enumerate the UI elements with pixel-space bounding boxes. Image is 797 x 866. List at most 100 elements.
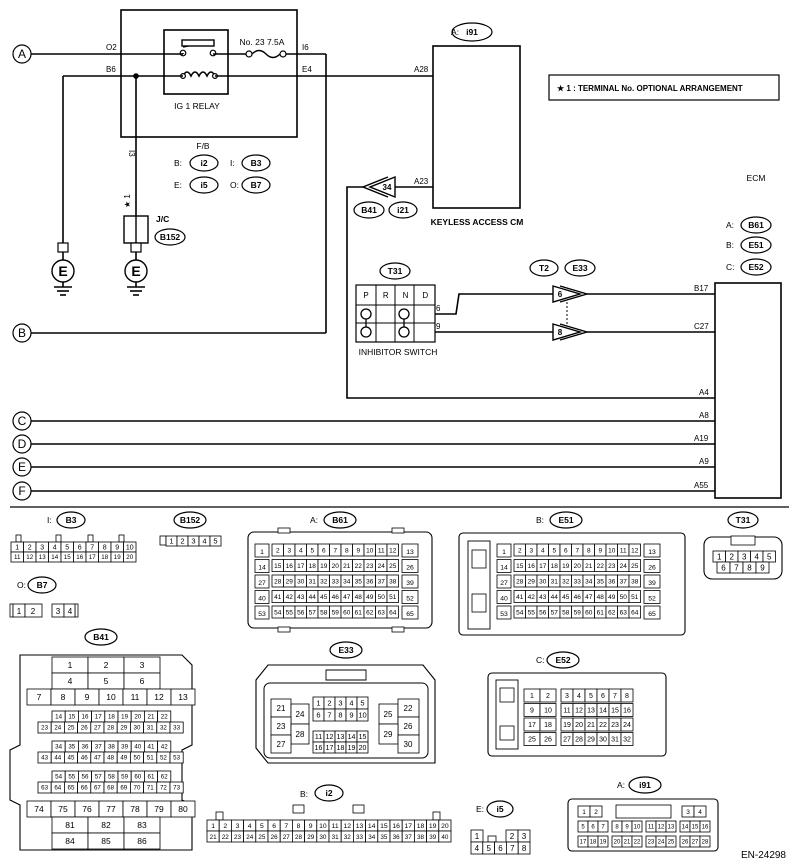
- pin-number: 45: [320, 594, 328, 601]
- ecm-c-conn: E52: [748, 262, 763, 272]
- pin-number: 38: [108, 744, 115, 751]
- pin-number: 17: [89, 554, 96, 561]
- pin-number: 16: [82, 714, 89, 721]
- pin-cell: [397, 734, 420, 754]
- pin-number: 24: [658, 840, 665, 846]
- pin-number: 40: [500, 596, 508, 603]
- pin-number: 38: [389, 578, 397, 585]
- pin-number: 31: [551, 578, 559, 585]
- pin-label-c27: C27: [694, 322, 709, 331]
- pin-number: 44: [551, 594, 559, 601]
- pin-number: 17: [580, 840, 587, 846]
- i5-conn-oval: [486, 800, 514, 818]
- pin-number: 39: [121, 744, 128, 751]
- pin-label-6: 6: [436, 304, 441, 313]
- ecm-box: [714, 282, 782, 499]
- pin-number: 53: [173, 755, 180, 762]
- pin-number: 1: [15, 545, 19, 552]
- pin-number: 23: [608, 563, 616, 570]
- latch: [391, 626, 405, 633]
- pin-number: 4: [577, 693, 581, 700]
- pin-number: 56: [297, 609, 305, 616]
- connector-34: [368, 175, 396, 199]
- pin-number: 29: [120, 725, 127, 732]
- e33-inner: [263, 682, 429, 759]
- jc-conn: B152: [160, 232, 181, 242]
- pin-number: 2: [31, 607, 36, 616]
- latch: [471, 593, 487, 613]
- kcm-conn-oval: [451, 22, 493, 42]
- pin-number: 63: [378, 609, 386, 616]
- pin-cell: [254, 605, 270, 620]
- e51-conn: E51: [558, 515, 573, 525]
- pin-number: 49: [366, 594, 374, 601]
- pin-number: 36: [366, 578, 374, 585]
- b152-conn: B152: [180, 515, 201, 525]
- pin-number: 8: [587, 547, 591, 554]
- pin-number: 31: [611, 737, 619, 744]
- relay-contact-point: [209, 49, 217, 57]
- pin-number: 3: [40, 545, 44, 552]
- pin-number: 19: [320, 563, 328, 570]
- pin-number: 26: [81, 725, 88, 732]
- ecm-a-label: A:: [726, 220, 734, 230]
- line-letter: D: [18, 437, 27, 451]
- pin-number: 7: [613, 693, 617, 700]
- pin-number: 5: [589, 693, 593, 700]
- pin-number: 4: [755, 552, 760, 561]
- i91-title: A:: [617, 780, 625, 790]
- pin-number: 48: [107, 755, 114, 762]
- pin-number: 20: [574, 563, 582, 570]
- pin-cell: [620, 688, 634, 703]
- pin-number: 55: [68, 774, 75, 781]
- connector-pin-8: 8: [558, 328, 563, 337]
- pin-number: 32: [623, 737, 631, 744]
- pin-number: 9: [530, 708, 534, 715]
- pin-number: 46: [574, 594, 582, 601]
- pin-number: 19: [562, 563, 570, 570]
- pin-number: 11: [563, 708, 570, 715]
- pin-number: 59: [332, 609, 340, 616]
- conn-e33-oval: [564, 259, 596, 277]
- e51-title: B:: [536, 515, 544, 525]
- pin-number: 31: [332, 834, 340, 841]
- pin-cell: [386, 559, 399, 572]
- pin-number: 36: [608, 578, 616, 585]
- pin-number: 42: [286, 594, 294, 601]
- pin-number: 42: [161, 744, 168, 751]
- pin-number: 8: [615, 825, 619, 831]
- pin-number: 45: [562, 594, 570, 601]
- page-id: EN-24298: [741, 850, 786, 861]
- pin-number: 17: [326, 745, 334, 752]
- pin-cell: [401, 605, 419, 620]
- pin-number: 21: [343, 563, 351, 570]
- pin-number: 85: [101, 836, 111, 846]
- pin-number: 23: [366, 563, 374, 570]
- pin-number: 2: [28, 545, 32, 552]
- pin-number: 54: [516, 609, 524, 616]
- pin-number: 5: [767, 552, 772, 561]
- pin-number: 6: [140, 676, 145, 686]
- pin-number: 7: [284, 823, 288, 830]
- pin-number: 3: [529, 547, 533, 554]
- pin-number: 12: [154, 692, 164, 702]
- pin-number: 2: [327, 699, 331, 708]
- pin-cell: [597, 835, 609, 848]
- pin-number: 3: [565, 693, 569, 700]
- pin-cell: [401, 543, 419, 558]
- pin-number: 64: [631, 609, 639, 616]
- pin-number: 22: [355, 563, 363, 570]
- pin-number: 39: [406, 580, 414, 587]
- pin-number: 34: [343, 578, 351, 585]
- pin-number: 76: [82, 804, 92, 814]
- e52-housing: [487, 672, 667, 757]
- pin-number: 22: [404, 704, 413, 713]
- i5-title: E:: [476, 804, 484, 814]
- pin-number: 2: [223, 823, 227, 830]
- pin-number: 37: [95, 744, 102, 751]
- pin-number: 13: [178, 692, 188, 702]
- pin-number: 27: [277, 740, 286, 749]
- pin-label-a55: A55: [694, 481, 709, 490]
- fuse-terminal: [245, 50, 253, 58]
- pin-number: 5: [310, 547, 314, 554]
